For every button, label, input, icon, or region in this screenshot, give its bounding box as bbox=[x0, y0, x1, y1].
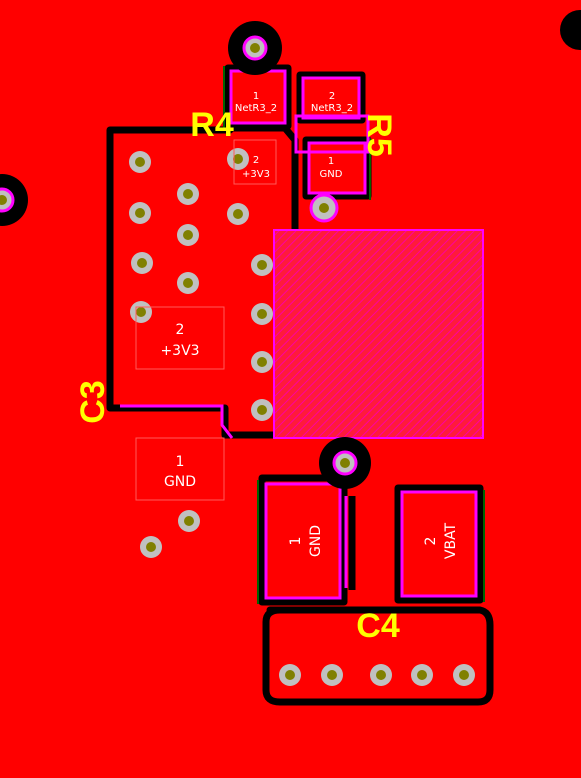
r5-pad2-number: 2 bbox=[329, 91, 335, 102]
hatched-keepout-area bbox=[273, 229, 484, 439]
via bbox=[370, 664, 392, 686]
via bbox=[228, 21, 282, 75]
designator-r4: R4 bbox=[190, 106, 234, 144]
board-edge-lines bbox=[223, 66, 485, 604]
designator-r5: R5 bbox=[360, 113, 398, 156]
via bbox=[251, 303, 273, 325]
via-group bbox=[0, 10, 581, 686]
c4-pad1-number: 1 bbox=[288, 537, 304, 546]
via bbox=[319, 437, 371, 489]
c4-pad2-net: VBAT bbox=[443, 522, 459, 559]
r4-pad1-net: NetR3_2 bbox=[235, 103, 277, 114]
c3-pad1-number: 1 bbox=[176, 454, 185, 470]
pad-outlines bbox=[135, 139, 277, 501]
via bbox=[309, 193, 339, 223]
via bbox=[251, 351, 273, 373]
via bbox=[227, 203, 249, 225]
via bbox=[177, 224, 199, 246]
solder-mask-outlines bbox=[120, 69, 478, 600]
clearance-outlines bbox=[106, 64, 494, 706]
designator-c3: C3 bbox=[74, 380, 112, 423]
via bbox=[411, 664, 433, 686]
via bbox=[177, 183, 199, 205]
via bbox=[251, 254, 273, 276]
via bbox=[251, 399, 273, 421]
r5-pad1-number: 1 bbox=[328, 156, 334, 167]
via bbox=[321, 664, 343, 686]
via bbox=[453, 664, 475, 686]
via bbox=[131, 252, 153, 274]
via bbox=[129, 151, 151, 173]
r4-pad1-number: 1 bbox=[253, 91, 259, 102]
c3-pad2-net: +3V3 bbox=[160, 343, 199, 359]
r4-pad2-number: 2 bbox=[253, 155, 259, 166]
c4-pad2-number: 2 bbox=[423, 537, 439, 546]
via bbox=[140, 536, 162, 558]
c4-pad1-net: GND bbox=[308, 525, 324, 557]
via bbox=[560, 10, 581, 50]
via bbox=[129, 202, 151, 224]
c3-pad1-net: GND bbox=[164, 474, 196, 490]
via bbox=[177, 272, 199, 294]
r4-pad2-net: +3V3 bbox=[242, 169, 270, 180]
r5-pad2-net: NetR3_2 bbox=[311, 103, 353, 114]
via bbox=[130, 301, 152, 323]
via bbox=[227, 148, 249, 170]
via bbox=[279, 664, 301, 686]
via bbox=[0, 174, 28, 226]
r5-pad1-net: GND bbox=[320, 169, 343, 180]
designator-c4: C4 bbox=[356, 607, 400, 645]
via bbox=[178, 510, 200, 532]
c3-pad2-number: 2 bbox=[176, 322, 185, 338]
